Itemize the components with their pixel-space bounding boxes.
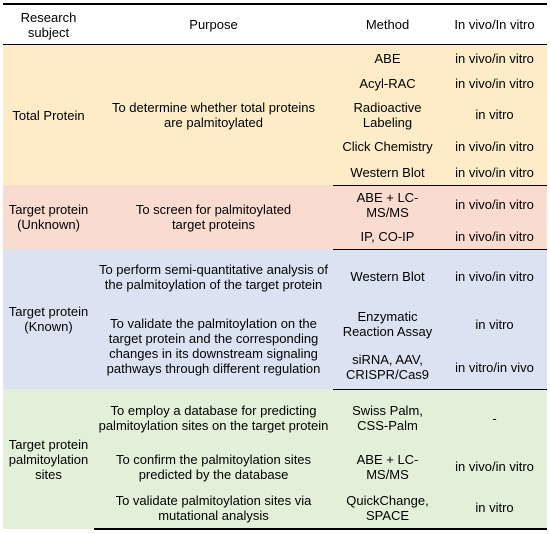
method-cell: IP, CO-IP [333,223,442,250]
purpose-cell: To perform semi-quantitative analysis of… [94,249,333,304]
table-row: To validate palmitoylation sites via mut… [3,487,547,530]
method-cell: Western Blot [333,249,442,304]
palmitoylation-methods-table: Research subject Purpose Method In vivo/… [3,3,547,530]
purpose-cell: To screen for palmitoylated target prote… [94,185,333,250]
method-cell: Acyl-RAC [333,71,442,96]
table-row: To validate the palmitoylation on the ta… [3,303,547,390]
header-purpose: Purpose [94,3,333,45]
table-row: IP, CO-IP in vivo/in vitro [3,223,547,250]
method-cell: Swiss Palm, CSS-Palm [333,389,442,447]
model-cell: in vitro [442,303,547,346]
table-row: Click Chemistry in vivo/in vitro [3,134,547,160]
header-in-vivo-in-vitro: In vivo/In vitro [442,3,547,45]
table-row: Target protein palmitoylation sites To e… [3,389,547,529]
subject-cell: Total Protein [3,44,94,186]
method-cell: siRNA, AAV, CRISPR/Cas9 [333,345,442,390]
model-cell: in vivo/in vitro [442,159,547,186]
table-row: Target protein (Known) To perform semi-q… [3,249,547,390]
method-cell: ABE + LC-MS/MS [333,446,442,488]
model-cell: in vivo/in vitro [442,185,547,224]
method-cell: ABE + LC-MS/MS [333,185,442,224]
subject-cell: Target protein (Known) [3,249,94,390]
method-cell: QuickChange, SPACE [333,487,442,530]
purpose-cell: To determine whether total proteins are … [94,44,333,186]
table-row: Target protein (Unknown) To screen for p… [3,185,547,250]
purpose-cell: To validate palmitoylation sites via mut… [94,487,333,530]
header-method: Method [333,3,442,45]
header-row: Research subject Purpose Method In vivo/… [3,3,547,45]
model-cell: - [442,389,547,447]
model-cell: in vivo/in vitro [442,223,547,250]
model-cell: in vitro [442,487,547,530]
subject-cell: Target protein (Unknown) [3,185,94,250]
method-cell: Radioactive Labeling [333,95,442,135]
method-cell: Click Chemistry [333,134,442,160]
table-row: siRNA, AAV, CRISPR/Cas9 in vitro/in vivo [3,345,547,390]
table-row: Total Protein To determine whether total… [3,44,547,186]
table-row: Radioactive Labeling in vitro [3,95,547,135]
subject-cell: Target protein palmitoylation sites [3,389,94,529]
model-cell: in vivo/in vitro [442,71,547,96]
model-cell: in vitro [442,95,547,135]
model-cell: in vivo/in vitro [442,249,547,304]
model-cell: in vivo/in vitro [442,134,547,160]
table-row: Acyl-RAC in vivo/in vitro [3,71,547,96]
purpose-cell: To confirm the palmitoylation sites pred… [94,446,333,488]
header-research-subject: Research subject [3,3,94,45]
method-cell: Enzymatic Reaction Assay [333,303,442,346]
model-cell: in vitro/in vivo [442,345,547,390]
purpose-cell: To validate the palmitoylation on the ta… [94,303,333,390]
model-cell: in vivo/in vitro [442,446,547,488]
method-cell: Western Blot [333,159,442,186]
method-cell: ABE [333,44,442,72]
table-row: To confirm the palmitoylation sites pred… [3,446,547,488]
table-row: Western Blot in vivo/in vitro [3,159,547,186]
purpose-cell: To employ a database for predicting palm… [94,389,333,447]
model-cell: in vivo/in vitro [442,44,547,72]
